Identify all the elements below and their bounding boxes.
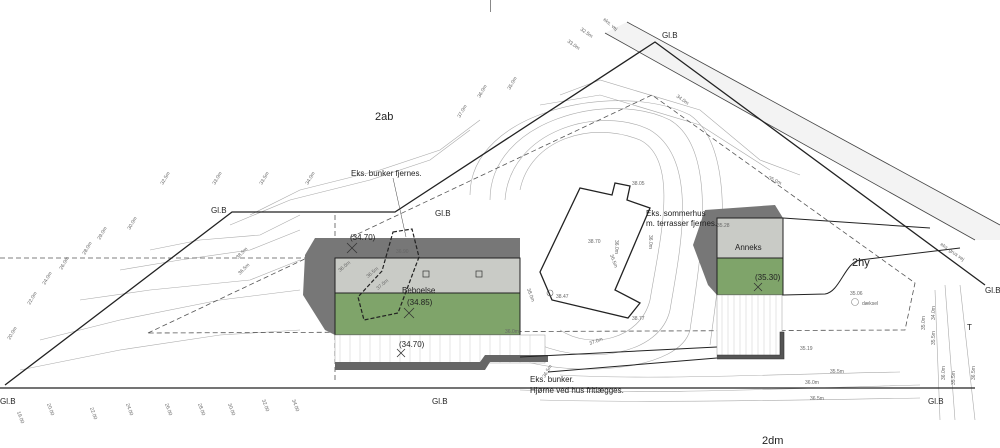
annex-label: Anneks — [735, 243, 762, 252]
svg-text:36.0m: 36.0m — [505, 329, 519, 335]
contour-labels: 32.5m 33.0m 34.0m 35.0m 36.0m 37.0m 35.0… — [160, 27, 977, 402]
main-house — [303, 228, 548, 370]
svg-text:32.5m: 32.5m — [160, 171, 172, 186]
svg-text:34.00: 34.00 — [290, 399, 300, 413]
svg-text:32.5m: 32.5m — [579, 27, 594, 40]
bottom-contour-labels: 19.00 20.00 22.00 24.00 26.00 28.00 30.0… — [15, 399, 300, 425]
spot-level: 35.19 — [800, 346, 813, 352]
spot-level: 38.05 — [632, 181, 645, 187]
svg-text:34.0m: 34.0m — [305, 171, 317, 186]
spot-level: 38.77 — [632, 316, 645, 322]
svg-text:24.00: 24.00 — [124, 403, 134, 417]
left-contour-labels: 20.0m 22.0m 24.0m 26.0m 28.0m 29.0m 30.0… — [7, 216, 139, 341]
level-label: (34.70) — [399, 340, 425, 349]
spot-level: 35.28 — [717, 223, 730, 229]
svg-text:33.0m: 33.0m — [566, 39, 581, 52]
terminal-label: T — [967, 323, 972, 332]
spot-marker — [546, 289, 554, 297]
driveway — [782, 217, 961, 296]
level-label: (35.30) — [755, 273, 781, 282]
manhole-icon — [851, 298, 859, 306]
zone-label-2dm: 2dm — [762, 435, 783, 447]
svg-text:36.0m: 36.0m — [941, 366, 947, 380]
spot-level: 38.70 — [588, 239, 601, 245]
svg-text:36.0m: 36.0m — [647, 235, 653, 249]
spot-level: 36.90 — [396, 249, 409, 255]
svg-text:29.0m: 29.0m — [97, 226, 109, 241]
svg-text:36.5m: 36.5m — [608, 254, 618, 269]
boundary-marker: Gl.B — [985, 286, 1000, 295]
svg-text:24.0m: 24.0m — [42, 271, 54, 286]
svg-text:35.0m: 35.0m — [507, 76, 519, 91]
path-line — [519, 346, 718, 358]
manhole-level: 35.06 — [850, 291, 863, 297]
boundary-marker: Gl.B — [928, 397, 944, 406]
path-line — [547, 357, 718, 373]
grid-tick — [490, 0, 491, 12]
boundary-marker: Gl.B — [211, 206, 227, 215]
note-bunker-corner: Hjørne ved hus fritlægges. — [530, 386, 624, 395]
svg-text:33.5m: 33.5m — [259, 171, 271, 186]
main-house-label: Beboelse — [402, 286, 436, 295]
svg-text:26.00: 26.00 — [163, 403, 173, 417]
boundary-marker: Gl.B — [662, 31, 678, 40]
contour-lines — [19, 79, 976, 421]
svg-text:35.5m: 35.5m — [931, 331, 937, 345]
manhole-label: dæksel — [862, 301, 878, 307]
svg-text:34.0m: 34.0m — [931, 306, 937, 320]
zone-label-2ab: 2ab — [375, 111, 393, 123]
zone-label-2hy: 2hy — [852, 257, 870, 269]
road-label: eks. vej — [602, 17, 619, 32]
svg-text:37.0m: 37.0m — [589, 336, 604, 346]
svg-text:30.00: 30.00 — [226, 403, 236, 417]
svg-text:36.0m: 36.0m — [805, 380, 819, 386]
summer-house-outline — [539, 182, 651, 319]
svg-text:28.0m: 28.0m — [82, 241, 94, 256]
svg-text:36.0m: 36.0m — [477, 84, 489, 99]
svg-text:36.5m: 36.5m — [971, 366, 977, 380]
svg-text:22.00: 22.00 — [88, 407, 98, 421]
boundary-marker: Gl.B — [435, 209, 451, 218]
annex — [693, 205, 785, 360]
gravel-road-label: eks. grus vej — [939, 242, 965, 263]
building-boundary-dashed — [147, 94, 916, 334]
svg-text:35.0m: 35.0m — [921, 316, 927, 330]
existing-road — [604, 21, 1000, 241]
svg-text:36.5m: 36.5m — [810, 396, 824, 402]
svg-text:30.0m: 30.0m — [127, 216, 139, 231]
spot-level: 38.47 — [556, 294, 569, 300]
svg-text:36.0m: 36.0m — [613, 240, 619, 254]
svg-text:22.0m: 22.0m — [27, 291, 39, 306]
svg-text:35.5m: 35.5m — [830, 369, 844, 375]
svg-text:36.5m: 36.5m — [237, 262, 251, 276]
bunker-outline — [357, 228, 420, 321]
note-bunker-remove: Eks. bunker fjernes. — [351, 169, 422, 178]
note-bunker: Eks. bunker. — [530, 375, 574, 384]
level-label: (34.85) — [407, 298, 433, 307]
svg-text:33.0m: 33.0m — [212, 171, 224, 186]
svg-text:19.00: 19.00 — [15, 411, 25, 425]
svg-text:35.5m: 35.5m — [951, 371, 957, 385]
svg-text:28.00: 28.00 — [196, 403, 206, 417]
svg-text:20.00: 20.00 — [45, 403, 55, 417]
level-label: (34.70) — [350, 233, 376, 242]
svg-text:35.0m: 35.0m — [767, 175, 782, 186]
boundary-marker: Gl.B — [432, 397, 448, 406]
svg-text:20.0m: 20.0m — [7, 326, 19, 341]
svg-text:38.0m: 38.0m — [525, 288, 535, 303]
svg-text:37.0m: 37.0m — [457, 104, 469, 119]
property-boundary — [4, 41, 986, 386]
svg-text:32.00: 32.00 — [260, 399, 270, 413]
boundary-marker: Gl.B — [0, 397, 16, 406]
